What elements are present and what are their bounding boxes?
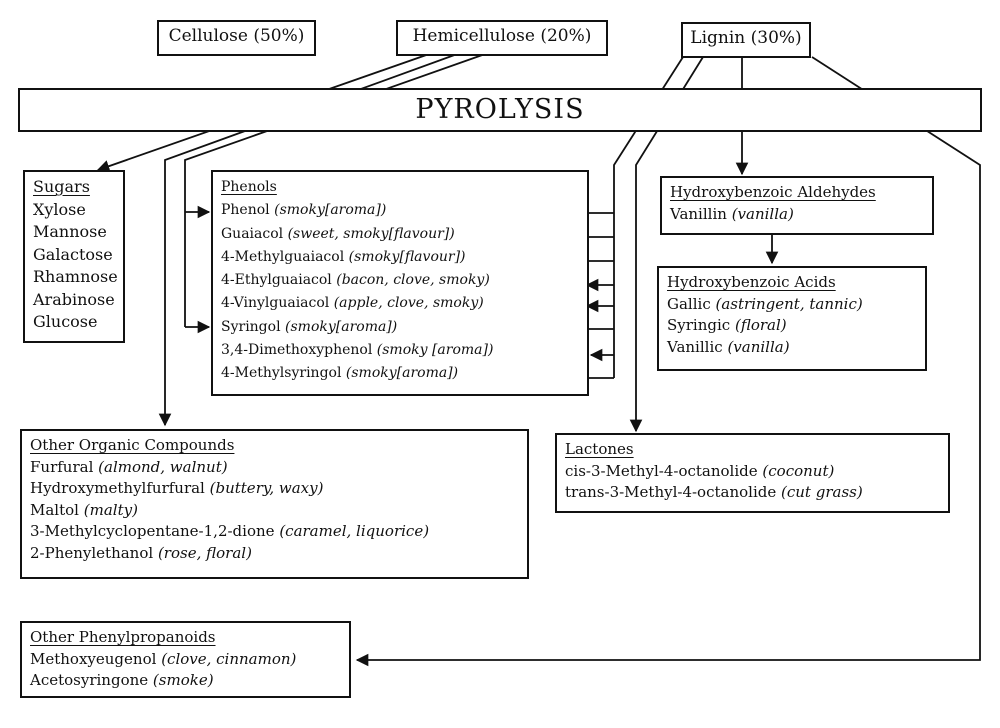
lactone-item: cis-3-Methyl-4-octanolide (coconut) <box>565 461 835 480</box>
pyrolysis-banner: PYROLYSIS <box>18 88 982 132</box>
organic-item: Furfural (almond, walnut) <box>30 457 228 476</box>
sugar-item: Galactose <box>33 244 113 264</box>
sugars-title: Sugars <box>33 177 90 196</box>
aldehyde-item: Vanillin (vanilla) <box>670 204 794 223</box>
organics-box: Other Organic Compounds Furfural (almond… <box>20 429 529 579</box>
lignin-box: Lignin (30%) <box>681 22 811 58</box>
aldehydes-title: Hydroxybenzoic Aldehydes <box>670 183 876 201</box>
cellulose-box: Cellulose (50%) <box>157 20 316 56</box>
cellulose-label: Cellulose (50%) <box>168 26 305 46</box>
phenol-item: Phenol (smoky[aroma]) <box>221 202 387 219</box>
acid-item: Vanillic (vanilla) <box>667 337 790 356</box>
phenylpropanoids-box: Other Phenylpropanoids Methoxyeugenol (c… <box>20 621 351 698</box>
acid-item: Gallic (astringent, tannic) <box>667 294 863 313</box>
phenol-item: Guaiacol (sweet, smoky[flavour]) <box>221 225 455 242</box>
phenol-item: 4-Vinylguaiacol (apple, clove, smoky) <box>221 295 484 312</box>
sugar-item: Arabinose <box>33 289 115 309</box>
lactones-title: Lactones <box>565 440 634 458</box>
organics-title: Other Organic Compounds <box>30 436 235 454</box>
organic-item: 3-Methylcyclopentane-1,2-dione (caramel,… <box>30 522 430 540</box>
lignin-label: Lignin (30%) <box>690 28 802 48</box>
organic-item: Maltol (malty) <box>30 500 138 519</box>
sugar-item: Glucose <box>33 312 98 331</box>
phenol-item: 4-Methylsyringol (smoky[aroma]) <box>221 365 459 382</box>
sugar-item: Xylose <box>33 199 86 219</box>
lactones-box: Lactones cis-3-Methyl-4-octanolide (coco… <box>555 433 950 513</box>
hemicellulose-label: Hemicellulose (20%) <box>412 26 592 46</box>
phenol-item: 4-Ethylguaiacol (bacon, clove, smoky) <box>221 272 490 289</box>
sugar-item: Mannose <box>33 222 107 241</box>
phenylpropanoids-title: Other Phenylpropanoids <box>30 628 216 646</box>
phenols-title: Phenols <box>221 179 277 195</box>
acids-box: Hydroxybenzoic Acids Gallic (astringent,… <box>657 266 927 371</box>
acids-title: Hydroxybenzoic Acids <box>667 273 836 291</box>
phenol-item: 3,4-Dimethoxyphenol (smoky [aroma]) <box>221 342 494 359</box>
pyrolysis-label: PYROLYSIS <box>415 94 585 125</box>
phenol-item: Syringol (smoky[aroma]) <box>221 318 398 335</box>
sugars-box: Sugars Xylose Mannose Galactose Rhamnose… <box>23 170 125 343</box>
phenol-item: 4-Methylguaiacol (smoky[flavour]) <box>221 248 466 265</box>
phenols-box: Phenols Phenol (smoky[aroma]) Guaiacol (… <box>211 170 589 396</box>
hemicellulose-box: Hemicellulose (20%) <box>396 20 608 56</box>
acid-item: Syringic (floral) <box>667 316 787 334</box>
organic-item: Hydroxymethylfurfural (buttery, waxy) <box>30 479 324 497</box>
sugar-item: Rhamnose <box>33 267 118 286</box>
aldehydes-box: Hydroxybenzoic Aldehydes Vanillin (vanil… <box>660 176 934 235</box>
lactone-item: trans-3-Methyl-4-octanolide (cut grass) <box>565 483 863 501</box>
phenylpropanoid-item: Acetosyringone (smoke) <box>30 671 214 689</box>
organic-item: 2-Phenylethanol (rose, floral) <box>30 543 252 562</box>
phenylpropanoid-item: Methoxyeugenol (clove, cinnamon) <box>30 649 297 668</box>
